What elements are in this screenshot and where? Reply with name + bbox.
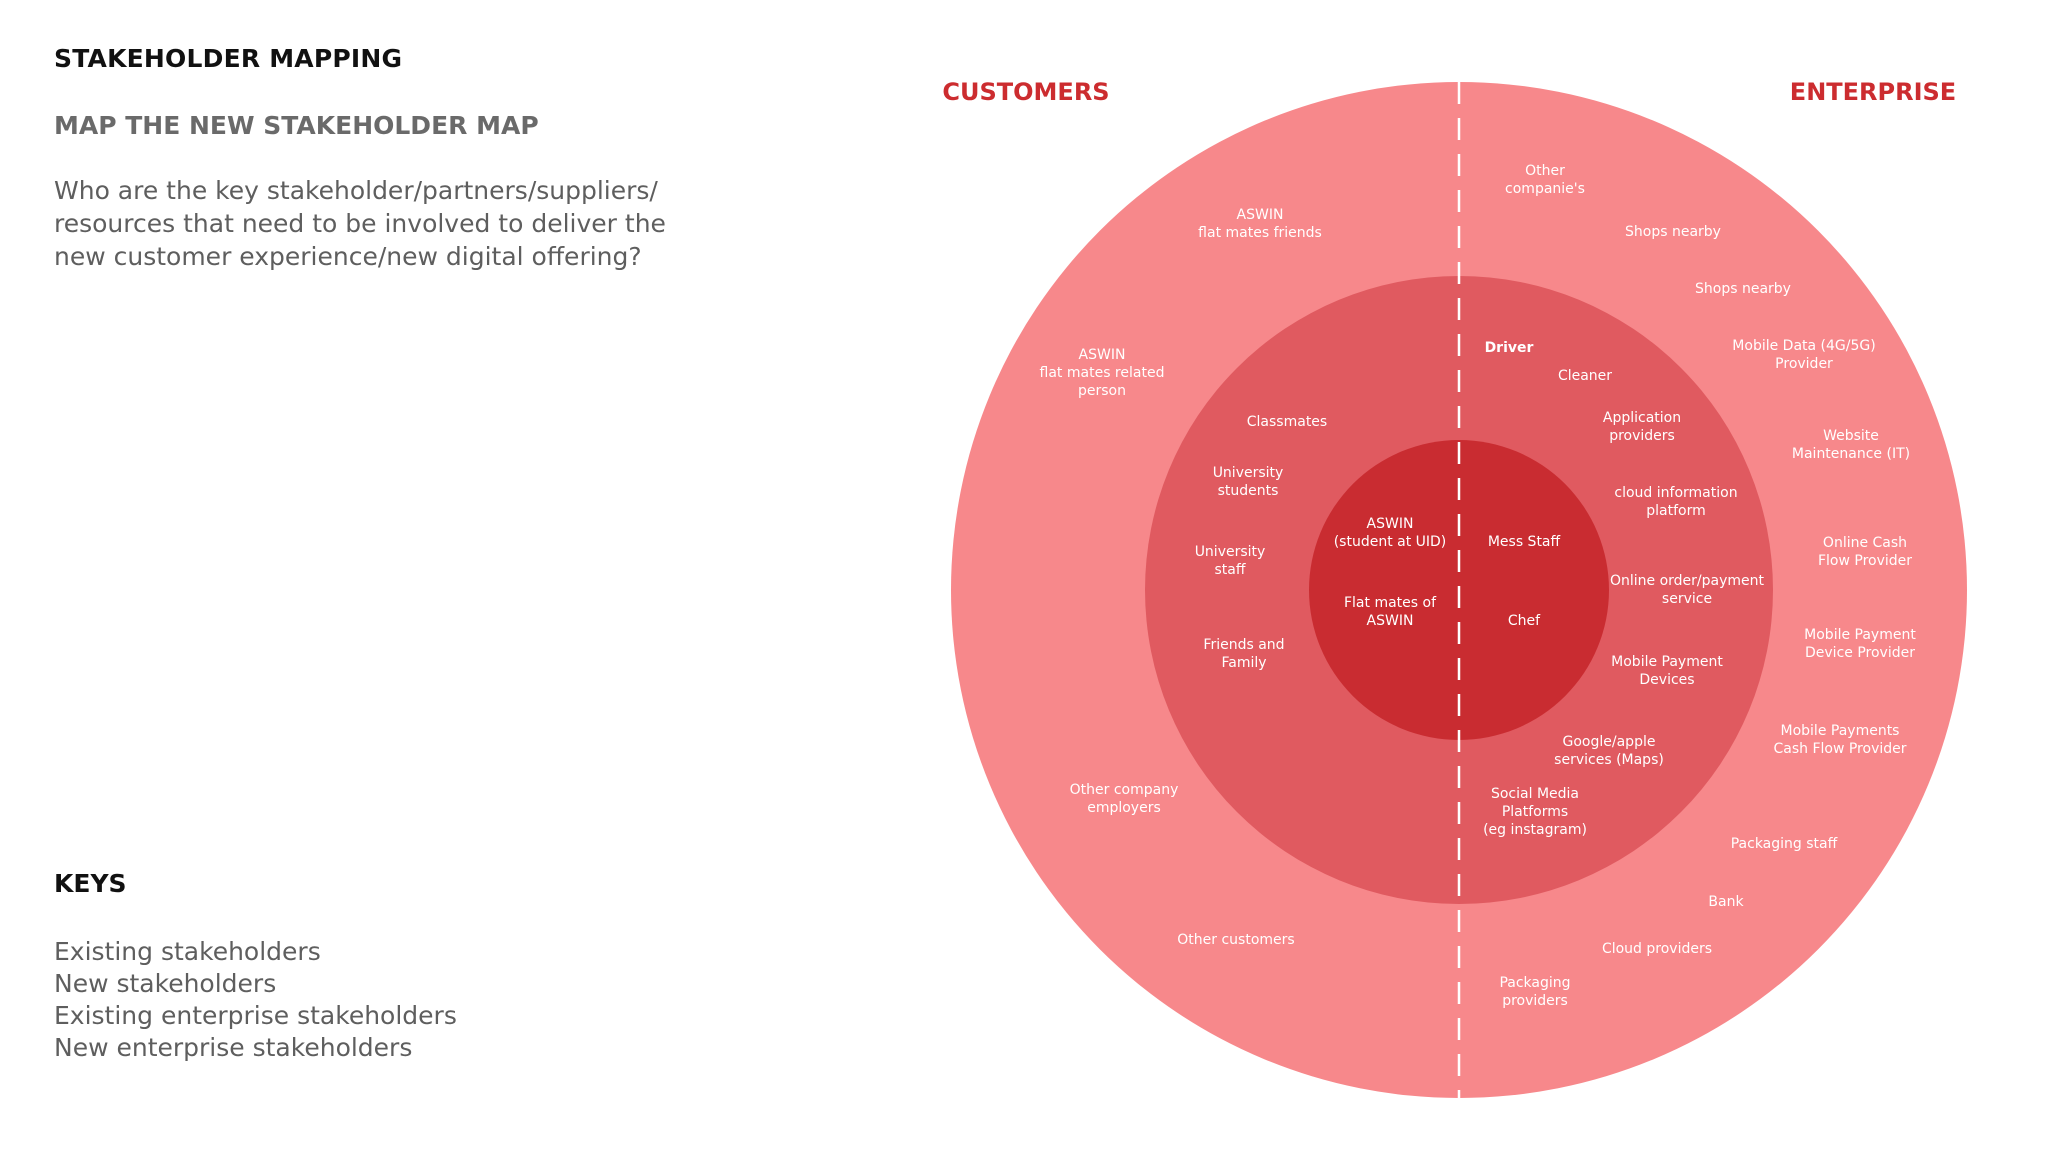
enterprise-outer-stakeholder: Shops nearby xyxy=(1625,224,1721,240)
enterprise-outer-stakeholder: Packaging staff xyxy=(1731,836,1838,852)
enterprise-outer-stakeholder: Shops nearby xyxy=(1695,281,1791,297)
keys-list: Existing stakeholders New stakeholders E… xyxy=(54,936,457,1064)
page-subtitle: MAP THE NEW STAKEHOLDER MAP xyxy=(54,111,539,140)
enterprise-outer-stakeholder: Bank xyxy=(1708,894,1744,910)
page-title: STAKEHOLDER MAPPING xyxy=(54,44,403,73)
enterprise-outer-stakeholder: Cloud providers xyxy=(1602,941,1712,957)
key-item: New enterprise stakeholders xyxy=(54,1033,413,1062)
question-line: resources that need to be involved to de… xyxy=(54,209,666,238)
enterprise-middle-stakeholder: Cleaner xyxy=(1558,368,1612,384)
page-question: Who are the key stakeholder/partners/sup… xyxy=(54,174,774,273)
enterprise-middle-stakeholder: Driver xyxy=(1485,340,1534,356)
enterprise-core-stakeholder: Chef xyxy=(1508,613,1541,629)
enterprise-title: ENTERPRISE xyxy=(1790,78,1956,106)
question-line: Who are the key stakeholder/partners/sup… xyxy=(54,176,658,205)
key-item: Existing stakeholders xyxy=(54,937,321,966)
customers-outer-stakeholder: Other customers xyxy=(1177,932,1294,948)
keys-title: KEYS xyxy=(54,869,127,898)
customers-title: CUSTOMERS xyxy=(942,78,1109,106)
enterprise-outer-stakeholder: Mobile Data (4G/5G)Provider xyxy=(1732,338,1875,372)
customers-core-stakeholder: ASWIN(student at UID) xyxy=(1334,516,1447,550)
question-line: new customer experience/new digital offe… xyxy=(54,242,642,271)
enterprise-core-stakeholder: Mess Staff xyxy=(1488,534,1561,550)
key-item: Existing enterprise stakeholders xyxy=(54,1001,457,1030)
customers-middle-stakeholder: Classmates xyxy=(1247,414,1327,430)
key-item: New stakeholders xyxy=(54,969,277,998)
